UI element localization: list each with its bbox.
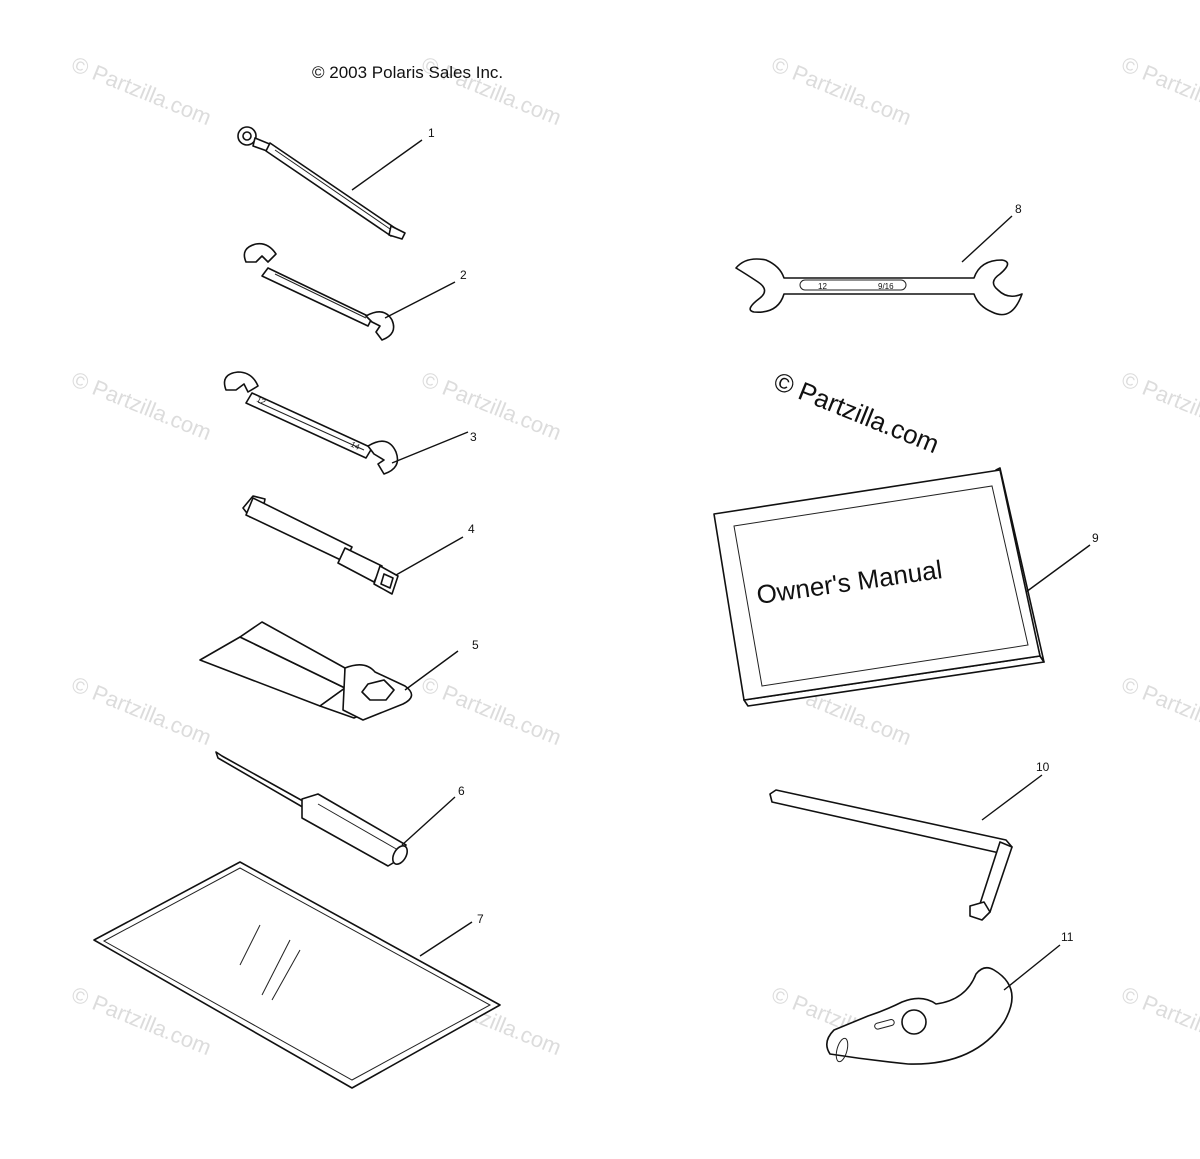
callout-10: 10 bbox=[1036, 760, 1050, 774]
callout-9: 9 bbox=[1092, 531, 1099, 545]
watermark-text: © Partzilla.com bbox=[418, 671, 565, 750]
wrench-3-size-a: 12 bbox=[255, 395, 267, 407]
watermark-text: © Partzilla.com bbox=[1118, 51, 1200, 130]
callout-3: 3 bbox=[470, 430, 477, 444]
part-11-hook-wrench bbox=[826, 944, 1061, 1065]
callout-6: 6 bbox=[458, 784, 465, 798]
part-9-manual: Owner's Manual bbox=[713, 467, 1091, 707]
watermark-text: © Partzilla.com bbox=[768, 51, 915, 130]
copyright-text: © 2003 Polaris Sales Inc. bbox=[312, 63, 503, 82]
part-3-wrench: 12 14 bbox=[223, 371, 469, 475]
part-4-socket-wrench bbox=[242, 495, 464, 595]
part-1-tool bbox=[237, 126, 423, 240]
watermark-text: © Partzilla.com bbox=[68, 366, 215, 445]
wrench-3-size-b: 14 bbox=[349, 440, 361, 452]
watermark-large: © Partzilla.com bbox=[770, 366, 944, 459]
watermark-text: © Partzilla.com bbox=[418, 366, 565, 445]
part-2-wrench bbox=[243, 242, 456, 341]
callout-7: 7 bbox=[477, 912, 484, 926]
part-5-tool-holder bbox=[199, 621, 459, 721]
callout-11: 11 bbox=[1061, 930, 1074, 944]
callout-8: 8 bbox=[1015, 202, 1022, 216]
wrench-8-size-b: 9/16 bbox=[878, 282, 894, 291]
watermark-text: © Partzilla.com bbox=[1118, 366, 1200, 445]
wrench-8-size-a: 12 bbox=[818, 282, 827, 291]
callout-2: 2 bbox=[460, 268, 467, 282]
part-8-wrench: 12 9/16 bbox=[735, 215, 1023, 316]
watermark-text: © Partzilla.com bbox=[1118, 671, 1200, 750]
part-10-hex-key bbox=[769, 774, 1043, 921]
part-6-screwdriver bbox=[215, 751, 456, 867]
callout-4: 4 bbox=[468, 522, 475, 536]
watermark-text: © Partzilla.com bbox=[68, 51, 215, 130]
callout-5: 5 bbox=[472, 638, 479, 652]
callout-1: 1 bbox=[428, 126, 435, 140]
part-7-bag bbox=[93, 861, 501, 1089]
watermark-text: © Partzilla.com bbox=[68, 671, 215, 750]
watermark-text: © Partzilla.com bbox=[1118, 981, 1200, 1060]
